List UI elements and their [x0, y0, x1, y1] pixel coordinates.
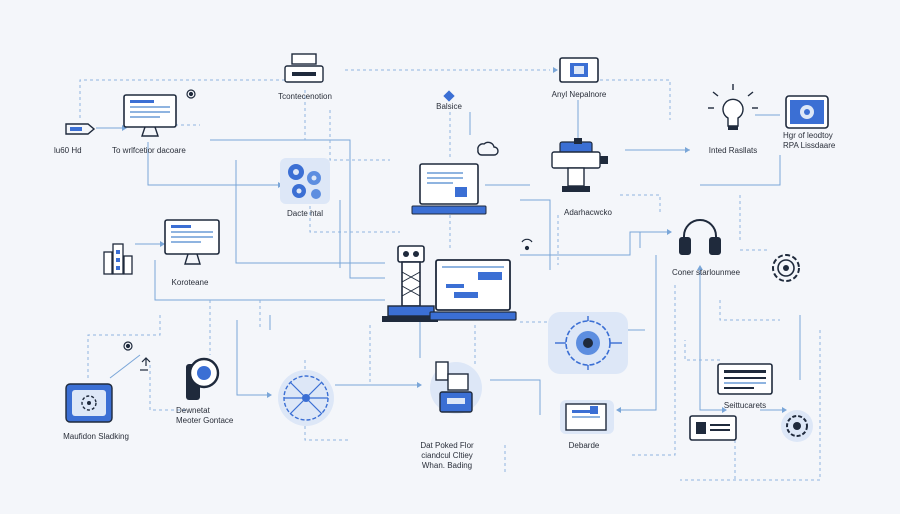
arrowhead [553, 67, 558, 73]
robot-arm-icon [551, 138, 608, 192]
connector [236, 320, 270, 396]
connector-lines [79, 69, 821, 481]
arrowhead [160, 241, 165, 247]
label-usb-hd: lu60 Hd [54, 146, 82, 155]
magnifier-icon [186, 357, 220, 400]
label-detection-line1: Dewnetat [176, 406, 210, 415]
connector [329, 110, 390, 161]
headphones-icon [679, 219, 721, 255]
label-detection-line2: Meoter Gontace [176, 416, 234, 425]
usb-drive-icon [65, 123, 96, 135]
connector [719, 300, 780, 321]
gear-small-icon [781, 410, 813, 442]
hand-pointer-icon [430, 361, 482, 414]
connector [520, 231, 670, 256]
ai-chip-icon [785, 95, 829, 129]
label-settlements: Seittucarets [723, 401, 767, 410]
tablet-icon [560, 400, 614, 434]
label-data-flow-line2: ciandcul Cltiey [421, 451, 473, 460]
arrowhead [782, 407, 787, 413]
connector [630, 285, 676, 456]
recycle-icon [140, 357, 151, 371]
gears-cluster-icon [280, 158, 330, 204]
laptop-icon [411, 163, 487, 215]
location-pin-icon [123, 341, 133, 351]
label-rpa-line2: RPA Lissdaare [783, 141, 836, 150]
large-monitor-icon [429, 259, 517, 321]
connector [684, 340, 720, 361]
cloud-sync-icon [477, 141, 499, 156]
arrowhead [685, 147, 690, 153]
connector [109, 354, 141, 379]
arrowhead [267, 392, 272, 398]
connector [154, 260, 385, 301]
label-data-flow-line1: Dat Poked Flor [420, 441, 474, 450]
arrowhead [616, 407, 621, 413]
label-data-flow-line3: Whan. Bading [421, 461, 473, 470]
gear-icon [772, 254, 800, 282]
connector [700, 155, 781, 186]
label-center-maintenance: Coner starlounmee [671, 268, 741, 277]
sync-icon [65, 383, 113, 423]
factory-machine-icon [382, 245, 438, 322]
settings-dot-icon [186, 89, 196, 99]
connector [639, 231, 670, 248]
connector [79, 79, 300, 118]
label-balance: Balsice [436, 102, 462, 111]
connector [235, 160, 385, 264]
connector [490, 379, 541, 415]
connector [699, 270, 725, 411]
printer-icon [284, 53, 324, 83]
table-card-icon [717, 363, 773, 395]
monitor-dashboard-icon [123, 94, 177, 137]
label-adamachine: Adarhacwcko [563, 208, 613, 217]
arrowhead [667, 229, 672, 235]
desktop-icon [164, 219, 220, 265]
connector [618, 255, 657, 411]
label-data-hub: Dacte htal [286, 209, 324, 218]
lightbulb-icon [708, 84, 758, 130]
label-workflow-dashboard: To wrlfcetior dacoare [112, 146, 186, 155]
connector [149, 365, 185, 411]
connector [600, 79, 671, 120]
label-debardie: Debarde [568, 441, 600, 450]
card-reader-icon [689, 415, 737, 441]
connector [210, 139, 385, 279]
connector [147, 142, 278, 186]
label-korebane: Koroteane [171, 278, 209, 287]
label-any-napis: Anyl Nepalnore [551, 90, 607, 99]
projector-icon [559, 57, 599, 83]
label-intelligent-results: Inted Rasllats [708, 146, 758, 155]
label-rpa-line1: Hgr of leodtoy [783, 131, 833, 140]
arrowhead [417, 382, 422, 388]
connector [620, 194, 661, 215]
arrowhead [697, 265, 703, 270]
connector [87, 315, 161, 380]
label-machine-scheduling: Maufidon Sladking [63, 432, 129, 441]
arrowhead [122, 125, 127, 131]
label-transformation: Tcontecenotion [278, 92, 332, 101]
connector [309, 200, 400, 233]
connector [520, 199, 551, 270]
connector [680, 330, 821, 481]
arrowhead [722, 407, 727, 413]
wifi-small-icon [521, 238, 533, 251]
balance-marker-icon [443, 90, 455, 102]
brain-chip-icon [548, 312, 628, 374]
network-globe-icon [278, 370, 334, 426]
buildings-icon [103, 243, 133, 275]
